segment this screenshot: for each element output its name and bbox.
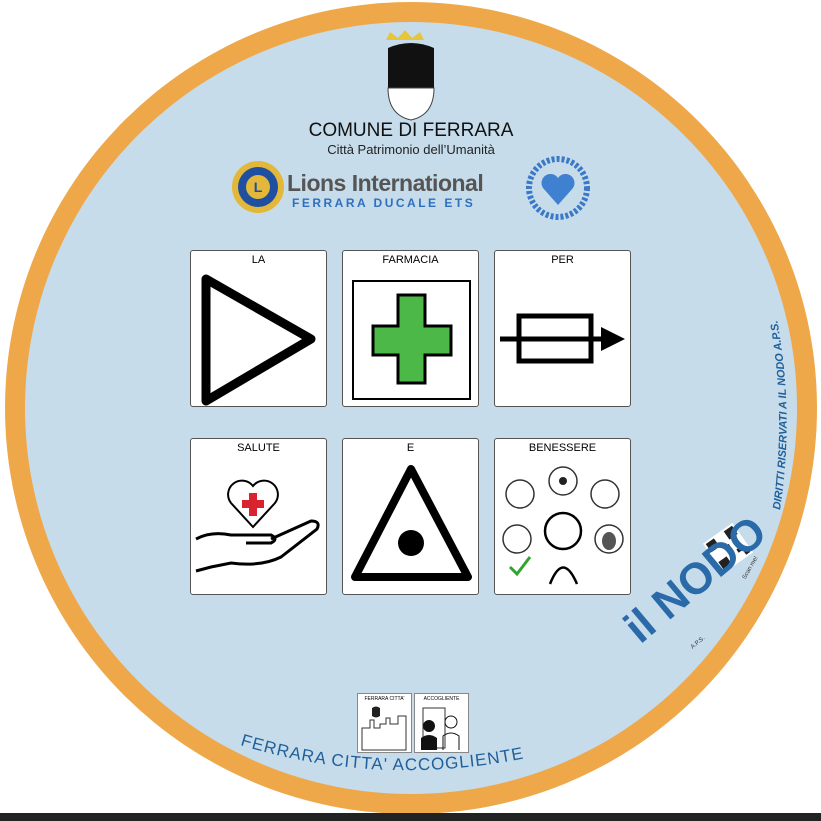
lions-title: Lions International — [287, 170, 484, 196]
heart-circle-logo-icon — [526, 156, 590, 220]
pharmacy-cross-icon — [352, 280, 471, 400]
bottom-bar — [0, 813, 821, 821]
arrow-through-box-icon — [500, 313, 625, 364]
ferrara-coat-of-arms-icon — [386, 30, 435, 121]
mini-card-label: FERRARA CITTA' — [364, 696, 405, 702]
play-triangle-icon — [201, 274, 316, 406]
mini-card-ferrara-citta[interactable]: FERRARA CITTA' — [357, 693, 412, 753]
mini-card-label: ACCOGLIENTE — [423, 696, 460, 702]
card-benessere[interactable]: BENESSERE — [494, 438, 631, 595]
card-label: E — [406, 442, 415, 454]
blue-disc — [25, 22, 797, 794]
city-subtitle: Città Patrimonio dell’Umanità — [327, 142, 495, 157]
lions-logo-icon: L — [232, 161, 284, 213]
city-buildings-icon — [361, 706, 407, 751]
heart-hand-icon — [195, 479, 320, 573]
card-label: SALUTE — [237, 442, 280, 454]
mini-card-accogliente[interactable]: ACCOGLIENTE — [414, 693, 469, 753]
card-label: PER — [551, 254, 574, 266]
card-salute[interactable]: SALUTE — [190, 438, 327, 595]
lions-subtitle: FERRARA DUCALE ETS — [292, 196, 476, 210]
card-la[interactable]: LA — [190, 250, 327, 407]
card-per[interactable]: PER — [494, 250, 631, 407]
five-senses-icon — [502, 466, 624, 585]
card-label: FARMACIA — [382, 254, 439, 266]
qr-code-icon — [702, 522, 754, 574]
card-e[interactable]: E — [342, 438, 479, 595]
welcoming-people-icon — [421, 707, 460, 750]
card-label: LA — [251, 254, 266, 266]
city-name: COMUNE DI FERRARA — [308, 120, 514, 141]
svg-text:L: L — [254, 179, 263, 195]
triangle-dot-icon — [351, 465, 472, 581]
card-farmacia[interactable]: FARMACIA — [342, 250, 479, 407]
card-label: BENESSERE — [528, 442, 597, 454]
